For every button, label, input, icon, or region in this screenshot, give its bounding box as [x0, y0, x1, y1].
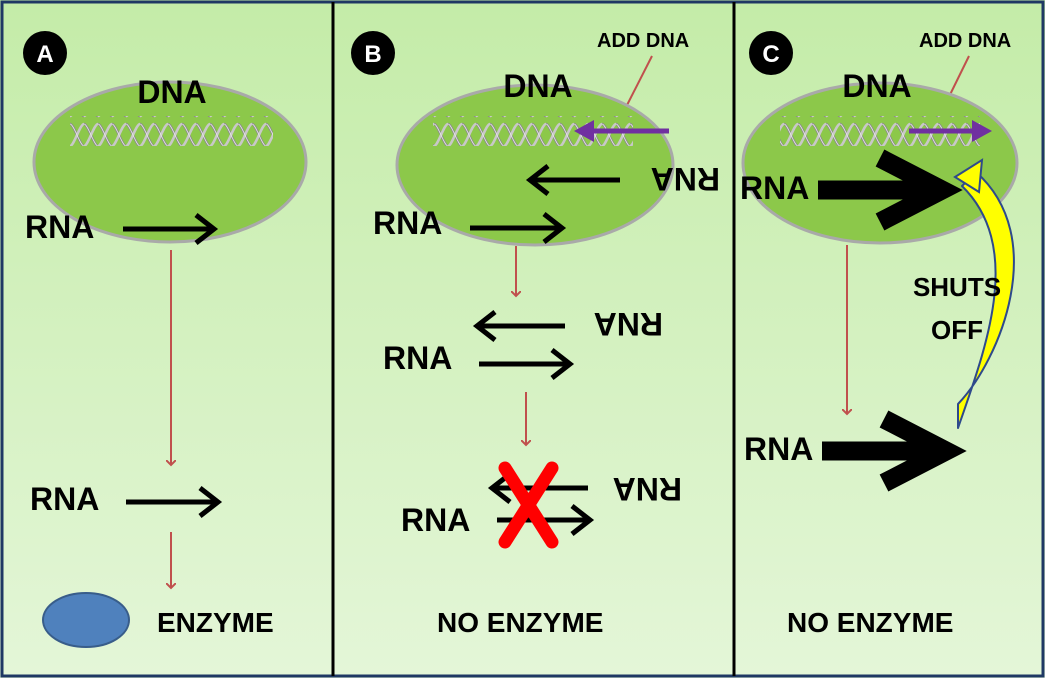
panel-a-badge [23, 31, 67, 75]
cross-icon [498, 461, 559, 549]
rna-label-a-bottom: RNA [30, 481, 99, 517]
panel-c: C ADD DNA DNA RNA SHUTS OFF RNA NO ENZYM… [740, 30, 1019, 638]
add-dna-pointer-b [624, 55, 653, 111]
panel-b-badge [351, 31, 395, 75]
shuts-off-label-2: OFF [931, 315, 983, 345]
panel-a-letter: A [36, 41, 53, 68]
added-dna-arrow-b [574, 120, 669, 142]
panel-c-badge [749, 31, 793, 75]
dna-label-a: DNA [137, 74, 206, 110]
rna-arrow-b-1 [470, 212, 567, 244]
result-c: NO ENZYME [787, 607, 953, 638]
rna-rev-arrow-b-2 [472, 310, 565, 342]
panel-b-letter: B [364, 41, 381, 68]
added-dna-arrow-c [909, 120, 992, 142]
dna-label-c: DNA [842, 68, 911, 104]
panel-a: A DNA RNA RNA ENZYME [23, 31, 308, 648]
rna-bold-arrow-c-2 [822, 410, 967, 492]
shuts-off-label-1: SHUTS [913, 272, 1001, 302]
rna-rev-arrow-b-1 [525, 164, 620, 196]
rna-label-c-1: RNA [740, 170, 809, 206]
rna-label-b-2: RNA [383, 340, 452, 376]
enzyme-shape [42, 592, 130, 648]
panel-b: B ADD DNA DNA RNA RNA RNA RNA [351, 30, 720, 638]
add-dna-label-c: ADD DNA [919, 30, 1011, 52]
rna-rev-label-b-2: RNA [594, 306, 663, 342]
dna-helix-a [70, 116, 273, 146]
panel-c-letter: C [762, 41, 779, 68]
dna-label-b: DNA [503, 68, 572, 104]
rna-arrow-b-2 [479, 348, 575, 380]
feedback-arrow [953, 158, 1015, 429]
rna-rev-label-b-3: RNA [613, 471, 682, 507]
rna-rev-label-b-1: RNA [651, 161, 720, 197]
rna-arrow-a-top [123, 213, 219, 245]
result-b: NO ENZYME [437, 607, 603, 638]
rna-label-c-2: RNA [744, 431, 813, 467]
rna-arrow-a-bottom [126, 486, 223, 518]
rna-label-b-1: RNA [373, 205, 442, 241]
rna-label-b-3: RNA [401, 502, 470, 538]
add-dna-label-b: ADD DNA [597, 30, 689, 52]
result-a: ENZYME [157, 607, 274, 638]
rna-bold-arrow-c-1 [818, 149, 963, 231]
rna-label-a-top: RNA [25, 209, 94, 245]
